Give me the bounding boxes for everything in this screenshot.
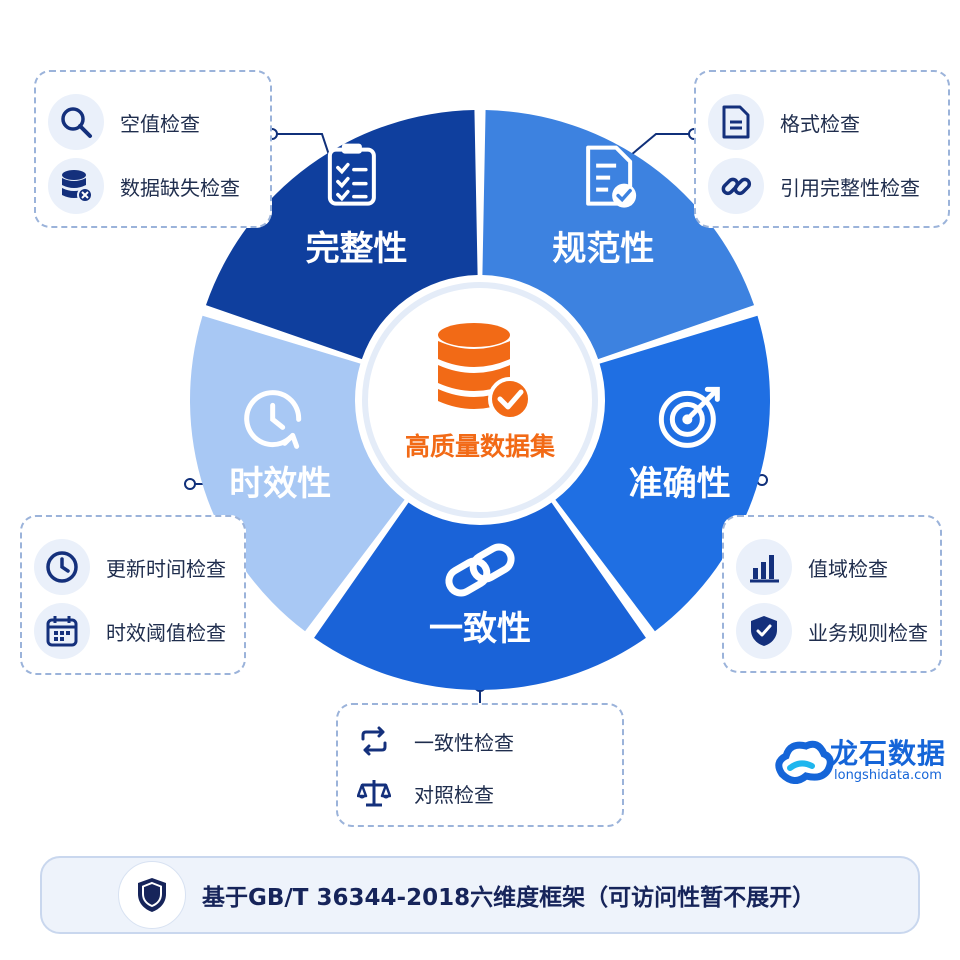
- brand-logo: 龙石数据 longshidata.com: [772, 730, 952, 800]
- check-item: 数据缺失检查: [48, 158, 258, 214]
- cloud-logo-icon: [775, 740, 834, 784]
- target-icon: [658, 386, 720, 448]
- dimension-label-standard: 规范性: [552, 229, 654, 269]
- dimension-label-accuracy: 准确性: [629, 464, 731, 504]
- dimension-label-timeliness: 时效性: [229, 464, 331, 504]
- check-item: 格式检查: [708, 94, 936, 150]
- check-item: 一致性检查: [350, 717, 610, 765]
- center-title: 高质量数据集: [405, 432, 556, 461]
- document-icon: [708, 94, 764, 150]
- segment-standard: [482, 110, 755, 360]
- check-label: 引用完整性检查: [780, 175, 920, 200]
- segment-consistency: [314, 502, 646, 690]
- check-label: 业务规则检查: [808, 620, 928, 645]
- dimension-label-completeness: 完整性: [306, 229, 408, 269]
- check-label: 空值检查: [120, 111, 200, 136]
- checks-completeness: 空值检查 数据缺失检查: [34, 70, 272, 228]
- logo-url: longshidata.com: [834, 768, 942, 783]
- check-label: 更新时间检查: [106, 556, 226, 581]
- check-label: 格式检查: [780, 111, 860, 136]
- check-label: 对照检查: [414, 782, 494, 807]
- check-item: 对照检查: [350, 769, 610, 817]
- check-item: 更新时间检查: [34, 539, 232, 595]
- check-item: 业务规则检查: [736, 603, 928, 659]
- checks-standard: 格式检查 引用完整性检查: [694, 70, 950, 228]
- check-label: 值域检查: [808, 556, 888, 581]
- scale-icon: [350, 769, 398, 817]
- magnifier-icon: [48, 94, 104, 150]
- check-item: 引用完整性检查: [708, 158, 936, 214]
- shield-icon: [118, 861, 186, 929]
- check-label: 一致性检查: [414, 730, 514, 755]
- framework-note: 基于GB/T 36344-2018六维度框架（可访问性暂不展开）: [40, 856, 920, 934]
- logo-name: 龙石数据: [830, 737, 947, 770]
- check-item: 值域检查: [736, 539, 928, 595]
- check-item: 时效阈值检查: [34, 603, 232, 659]
- checks-consistency: 一致性检查 对照检查: [336, 703, 624, 827]
- framework-note-text: 基于GB/T 36344-2018六维度框架（可访问性暂不展开）: [202, 885, 816, 911]
- bar-chart-icon: [736, 539, 792, 595]
- dimension-label-consistency: 一致性: [429, 609, 531, 649]
- document-check-icon: [586, 145, 637, 208]
- segment-completeness: [205, 110, 478, 360]
- checks-timeliness: 更新时间检查 时效阈值检查: [20, 515, 246, 675]
- clipboard-checklist-icon: [327, 143, 376, 206]
- link-icon: [708, 158, 764, 214]
- chain-link-icon: [445, 543, 515, 597]
- calendar-icon: [34, 603, 90, 659]
- check-label: 时效阈值检查: [106, 620, 226, 645]
- clock-icon: [34, 539, 90, 595]
- check-label: 数据缺失检查: [120, 175, 240, 200]
- connector-completeness: [272, 133, 331, 159]
- shield-check-icon: [736, 603, 792, 659]
- database-x-icon: [48, 158, 104, 214]
- checks-accuracy: 值域检查 业务规则检查: [722, 515, 942, 673]
- sync-icon: [350, 717, 398, 765]
- clock-arrow-icon: [244, 390, 302, 449]
- database-check-icon: [438, 323, 532, 421]
- connector-standard: [624, 133, 694, 161]
- check-item: 空值检查: [48, 94, 258, 150]
